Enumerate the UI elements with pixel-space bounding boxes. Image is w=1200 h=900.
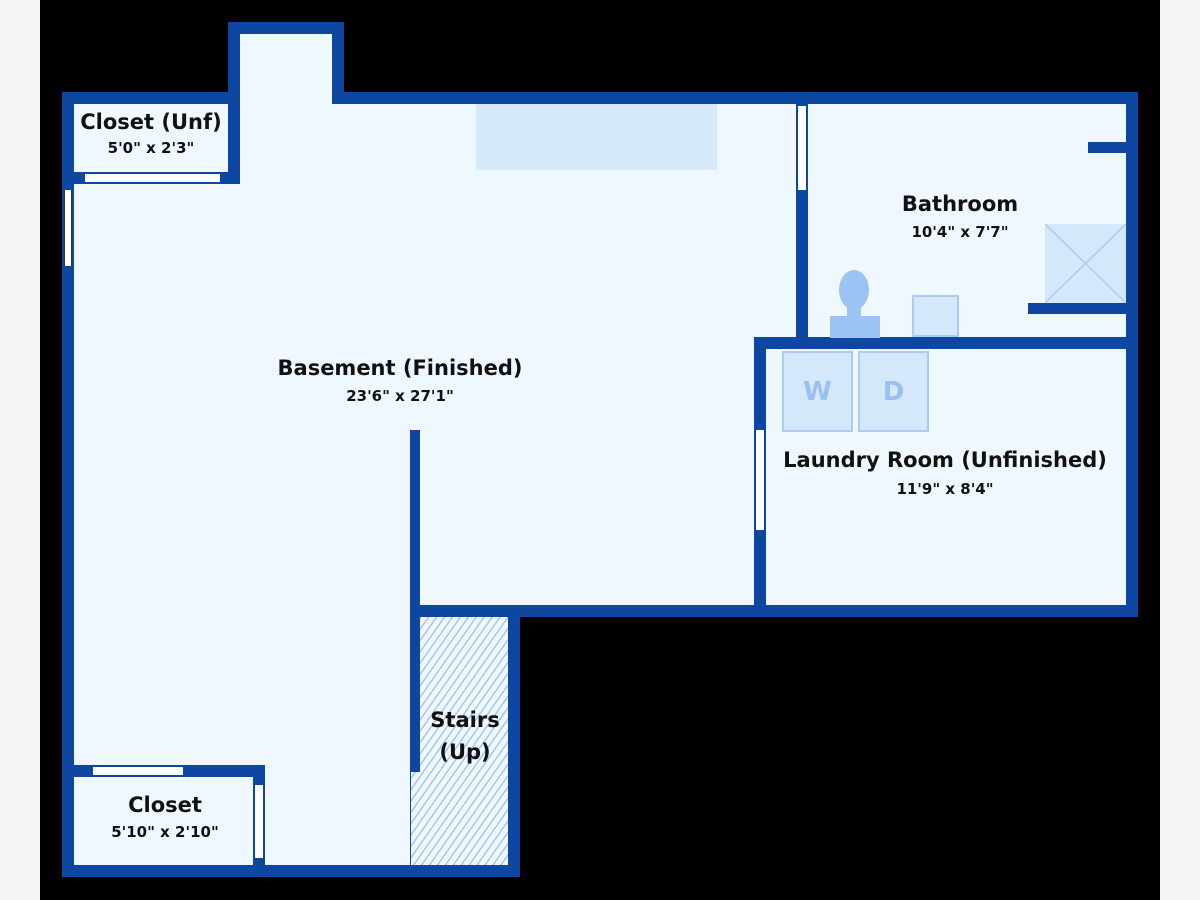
closet-unf-opening: [85, 174, 220, 182]
wall-bump-top: [228, 22, 344, 34]
dryer: D: [858, 351, 929, 432]
wall-laundry-bottom: [410, 605, 1138, 617]
room-name-bathroom: Bathroom: [901, 192, 1019, 216]
closet-opening: [93, 767, 183, 775]
laundry-door-opening: [756, 430, 764, 530]
dryer-label: D: [882, 376, 905, 407]
bump-out-floor: [240, 34, 332, 109]
wall-closet-right: [228, 22, 240, 184]
wall-bottom: [62, 865, 520, 877]
wall-top: [332, 92, 1138, 104]
room-name-closet-unf: Closet (Unf): [80, 110, 222, 134]
wall-bump-right: [332, 22, 344, 104]
room-dims-closet: 5'10" x 2'10": [111, 823, 219, 841]
shower-x-icon: [1044, 223, 1127, 304]
stairs-edge-line: [410, 772, 411, 865]
closet-door-opening: [255, 785, 263, 858]
room-dims-stairs: (Up): [439, 740, 491, 764]
wall-shower: [1028, 303, 1128, 314]
room-name-basement: Basement (Finished): [277, 356, 523, 380]
room-dims-bathroom: 10'4" x 7'7": [911, 223, 1009, 241]
room-name-laundry: Laundry Room (Unfinished): [783, 448, 1107, 472]
wall-stairs-left: [410, 430, 420, 772]
room-name-closet: Closet: [128, 793, 202, 817]
stairs-hatch: [411, 617, 508, 865]
room-dims-closet-unf: 5'0" x 2'3": [107, 139, 195, 157]
washer-label: W: [803, 376, 832, 407]
basement-floor: [74, 104, 1126, 605]
wall-left: [62, 92, 74, 877]
ceiling-area-highlight: [476, 104, 717, 170]
room-dims-laundry: 11'9" x 8'4": [896, 480, 994, 498]
bathroom-window: [798, 106, 806, 190]
wall-bath-stub: [1088, 142, 1128, 153]
shower-fixture: [1044, 223, 1127, 304]
wall-bath-laundry: [754, 337, 1138, 349]
wall-right: [1126, 92, 1138, 617]
window-left: [64, 190, 72, 266]
room-name-stairs: Stairs: [430, 708, 500, 732]
room-dims-basement: 23'6" x 27'1": [346, 387, 454, 405]
wall-stairs-right: [508, 605, 520, 877]
toilet-icon: [830, 270, 880, 338]
wall-closet-top: [62, 92, 240, 104]
sink-icon: [912, 295, 959, 337]
washer: W: [782, 351, 853, 432]
